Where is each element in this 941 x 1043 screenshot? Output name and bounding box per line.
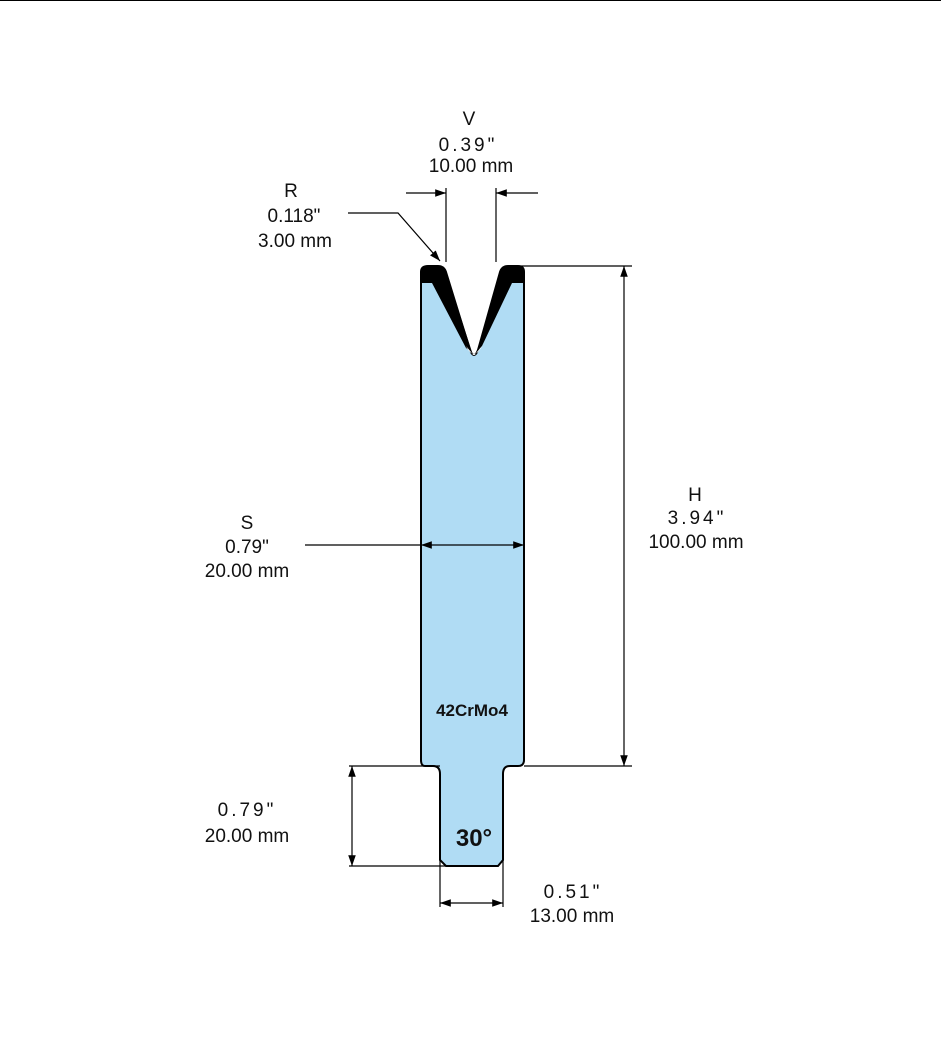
v-mm: 10.00 mm: [429, 156, 513, 177]
h-label: H: [688, 485, 702, 506]
r-mm: 3.00 mm: [258, 231, 332, 252]
material-label: 42CrMo4: [436, 701, 508, 720]
tang-width-inch: 0.51": [544, 882, 603, 903]
s-inch: 0.79": [225, 537, 269, 558]
s-mm: 20.00 mm: [205, 561, 289, 582]
r-inch: 0.118": [268, 206, 321, 227]
h-inch: 3.94": [668, 508, 727, 529]
die-body: [420, 265, 525, 867]
tang-width-mm: 13.00 mm: [530, 906, 614, 927]
tang-height-inch: 0.79": [218, 800, 277, 821]
h-mm: 100.00 mm: [648, 532, 743, 553]
tang-height-mm: 20.00 mm: [205, 826, 289, 847]
s-label: S: [241, 513, 254, 534]
angle-label: 30°: [456, 825, 492, 852]
hardened-v-right: [477, 266, 524, 352]
v-inch: 0.39": [439, 135, 498, 156]
hardened-v-left: [421, 266, 472, 352]
r-leader: [348, 212, 441, 262]
v-label: V: [463, 109, 476, 130]
r-label: R: [284, 181, 298, 202]
